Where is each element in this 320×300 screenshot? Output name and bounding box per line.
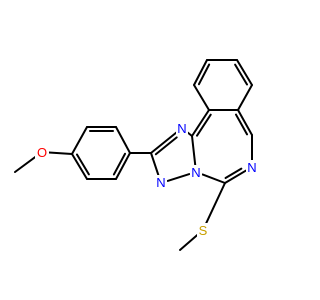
bond-t1-N1 <box>150 131 178 154</box>
bond-z3-z4-double <box>234 63 249 86</box>
bond-layer <box>14 59 253 251</box>
bond-t4-q1-double <box>195 113 212 137</box>
bond-N3-t1 <box>150 152 160 178</box>
atom-N2: N <box>190 165 202 180</box>
atom-N1: N <box>176 121 188 136</box>
bond-b3-b4 <box>115 152 131 180</box>
bond-S1-m1 <box>179 233 199 251</box>
bond-b3-b4-double <box>112 152 127 176</box>
molecule-structure-diagram: N N N N O S <box>14 59 258 251</box>
bond-N2-N3 <box>166 173 191 182</box>
bond-N4-q5-double <box>224 167 243 180</box>
bond-b2-b3 <box>115 126 131 154</box>
bond-N4-q5 <box>224 169 247 184</box>
bond-z1-z2 <box>193 59 208 86</box>
bond-t1-N1-double <box>154 136 178 156</box>
bond-z3-z4 <box>236 59 253 86</box>
atom-label-N4: N <box>247 160 256 175</box>
bond-z1-z2-double <box>197 63 211 86</box>
bond-z4-q2 <box>237 84 253 111</box>
atom-label-O1: O <box>37 145 47 160</box>
atom-label-N3: N <box>156 175 165 190</box>
bond-q2-q3 <box>237 109 253 136</box>
atom-S1: S <box>197 223 209 238</box>
bond-t4-N2 <box>191 135 197 167</box>
bond-q2-q3-double <box>234 113 249 136</box>
atom-N3: N <box>155 175 167 190</box>
bond-q5-N2 <box>201 173 226 184</box>
atom-label-N1: N <box>177 121 186 136</box>
bond-b5-c3-double <box>75 153 90 176</box>
bond-t4-q1 <box>191 109 210 137</box>
bond-q1-z1 <box>193 84 210 111</box>
atom-label-S1: S <box>199 223 208 238</box>
bond-O1-c3 <box>47 151 73 155</box>
atom-label-layer: N N N N O S <box>35 121 258 238</box>
bond-c1-O1 <box>14 155 38 173</box>
bond-c3-b1 <box>71 126 88 155</box>
atom-N4: N <box>246 160 258 175</box>
atom-label-N2: N <box>191 165 200 180</box>
bond-b5-c3 <box>71 153 88 180</box>
bond-q5-S1 <box>204 182 226 225</box>
atom-O1: O <box>35 145 49 160</box>
